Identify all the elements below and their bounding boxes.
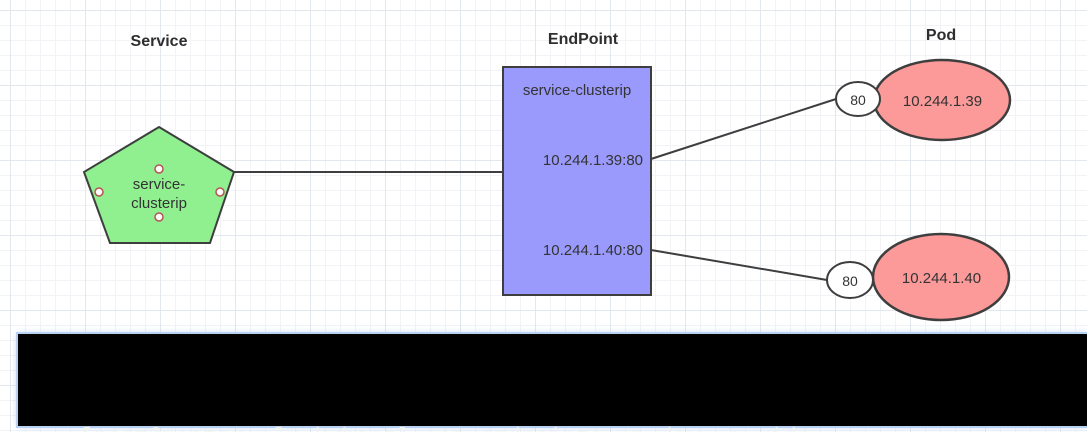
port-ellipse-1[interactable] [835,81,881,117]
service-pentagon[interactable] [82,125,236,244]
diagram-canvas: Service EndPoint Pod service- clusterip … [82,27,1012,322]
connection-dot-right [215,187,225,197]
terminal-window[interactable]: [root@master ~]# kubectl get endpoints -… [18,334,1087,432]
label-endpoint: EndPoint [547,31,619,48]
port-ellipse-2[interactable] [826,261,874,299]
label-service: Service [130,33,188,50]
endpoint-box[interactable] [502,66,652,296]
edge-endpoint-to-pod-1[interactable] [650,98,837,160]
terminal-command: [root@master ~]# kubectl get endpoints -… [79,425,811,432]
edge-endpoint-to-pod-2[interactable] [650,249,828,281]
endpoint-entry-2: 10.244.1.40:80 [542,242,643,259]
pod-1-ip-label: 10.244.1.39 [902,93,983,110]
diagram-shapes [82,58,1012,322]
terminal-prompt-line: [root@master ~]# kubectl get endpoints -… [24,395,1087,432]
label-pod: Pod [925,27,957,44]
connection-dot-top [154,164,164,174]
endpoint-entry-1: 10.244.1.39:80 [542,152,643,169]
pod-2-ip-label: 10.244.1.40 [901,270,982,287]
endpoint-title: service-clusterip [522,82,632,99]
pod-2-port-label: 80 [842,273,858,289]
pod-1-port-label: 80 [850,92,866,108]
connection-dot-left [94,187,104,197]
connection-dot-bottom [154,212,164,222]
service-node-label: service- clusterip [131,176,187,212]
